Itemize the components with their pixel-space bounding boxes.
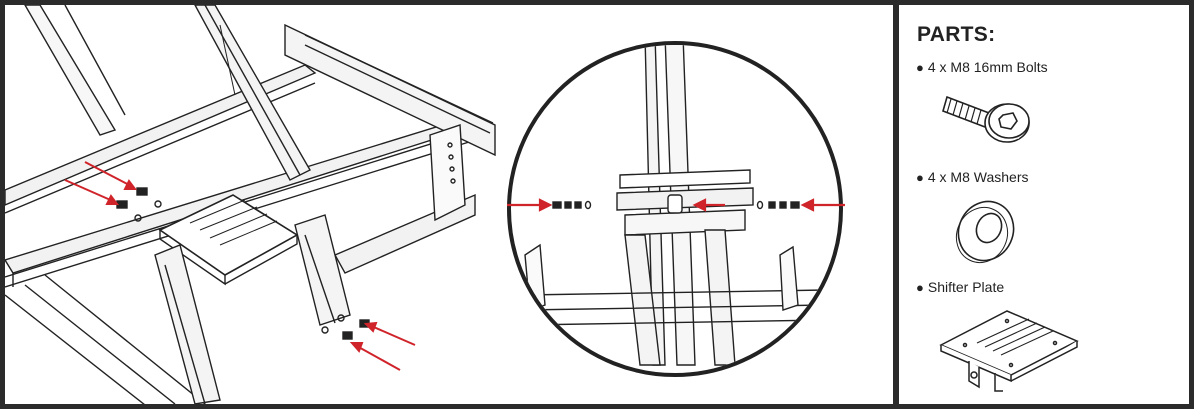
detail-zoom-circle — [507, 41, 845, 377]
upright-center — [194, 5, 311, 181]
assembly-drawing — [5, 5, 845, 404]
arrow-4 — [349, 342, 401, 371]
bullet-icon: ● — [916, 60, 924, 75]
bolt-icon — [942, 95, 1030, 143]
parts-panel: PARTS: ●4 x M8 16mm Bolts ●4 x M8 Washer… — [899, 5, 1189, 404]
bracket-column — [154, 214, 351, 404]
upright-left — [24, 5, 126, 136]
part-washers: ●4 x M8 Washers — [916, 169, 1028, 185]
part-label: Shifter Plate — [927, 279, 1005, 295]
arrow-2 — [84, 161, 137, 190]
washer-icon — [955, 200, 1015, 263]
frame-rail-right — [284, 23, 496, 157]
arrow-1 — [64, 179, 119, 205]
bullet-icon: ● — [916, 280, 924, 295]
part-bolts: ●4 x M8 16mm Bolts — [916, 59, 1048, 75]
parts-title: PARTS: — [917, 23, 996, 46]
arrow-3 — [363, 321, 416, 346]
assembly-illustration — [5, 5, 893, 404]
panel-divider — [893, 0, 899, 409]
part-shifter-plate: ●Shifter Plate — [916, 279, 1004, 295]
upright-mount-right — [429, 124, 466, 222]
part-label: 4 x M8 16mm Bolts — [927, 59, 1048, 75]
part-label: 4 x M8 Washers — [927, 169, 1029, 185]
shifter-plate-icon — [939, 310, 1079, 392]
bullet-icon: ● — [916, 170, 924, 185]
